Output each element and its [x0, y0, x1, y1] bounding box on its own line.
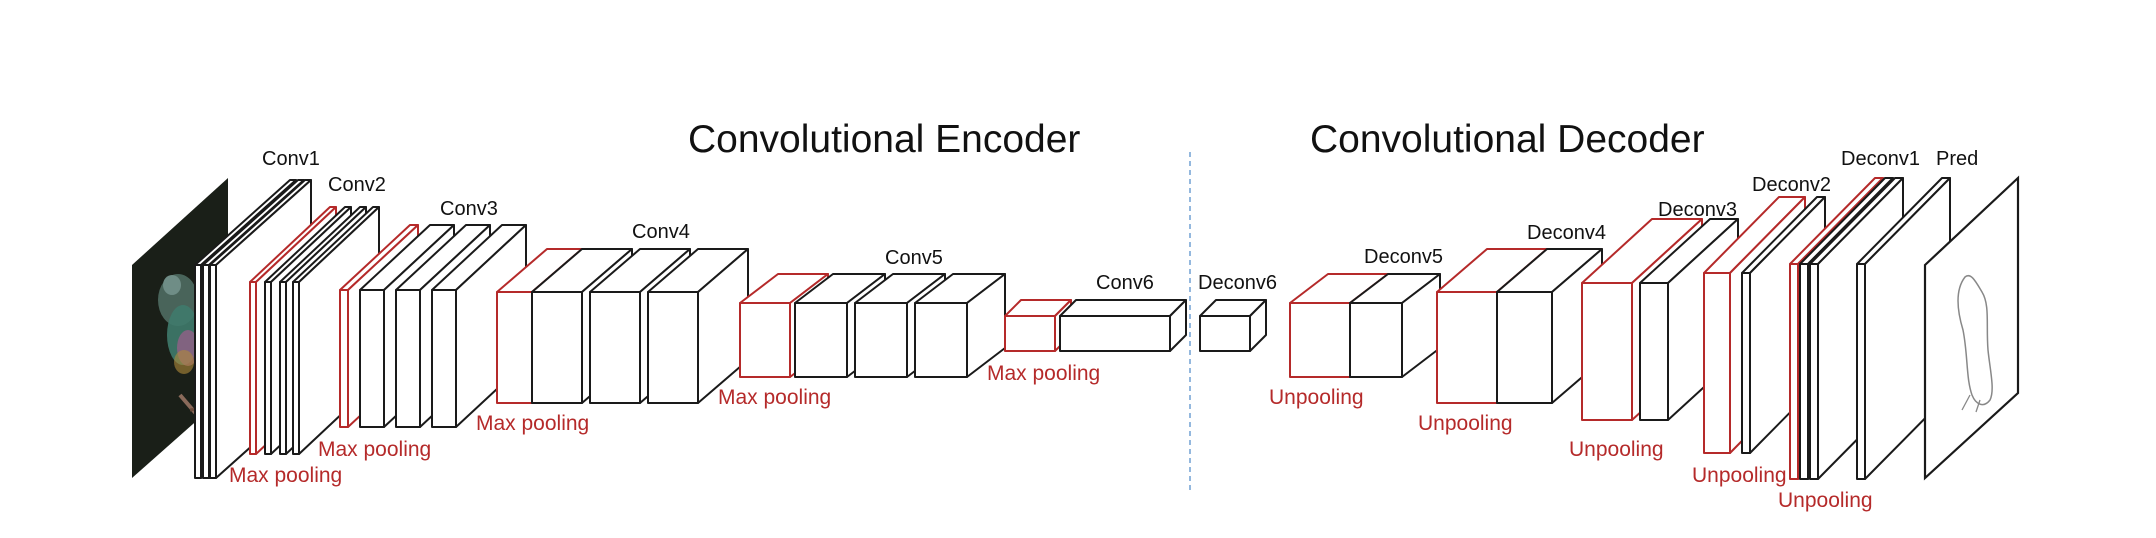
- deconv4-label: Deconv4: [1527, 222, 1606, 244]
- conv1-label: Conv1: [262, 148, 320, 170]
- prediction-output: [1923, 175, 2020, 481]
- deconv6-label: Deconv6: [1198, 272, 1277, 294]
- max-pooling-label-3: Max pooling: [476, 412, 589, 435]
- max-pooling-label-1: Max pooling: [229, 464, 342, 487]
- decoder-title: Convolutional Decoder: [1310, 118, 1705, 161]
- deconv1-label: Deconv1: [1841, 148, 1920, 170]
- encoder-block-19: [914, 273, 1006, 378]
- unpooling-label-5: Unpooling: [1778, 489, 1873, 512]
- unpooling-label-1: Unpooling: [1269, 386, 1364, 409]
- unpooling-label-2: Unpooling: [1418, 412, 1513, 435]
- deconv2-label: Deconv2: [1752, 174, 1831, 196]
- encoder-blocks: [194, 179, 1187, 479]
- encoder-block-20: [1004, 299, 1072, 352]
- conv6-label: Conv6: [1096, 272, 1154, 294]
- conv5-label: Conv5: [885, 247, 943, 269]
- max-pooling-label-4: Max pooling: [718, 386, 831, 409]
- deconv5-label: Deconv5: [1364, 246, 1443, 268]
- conv4-label: Conv4: [632, 221, 690, 243]
- decoder-blocks: [1199, 177, 1951, 480]
- decoder-block-1: [1199, 299, 1267, 352]
- conv3-label: Conv3: [440, 198, 498, 220]
- max-pooling-label-5: Max pooling: [987, 362, 1100, 385]
- unpooling-label-4: Unpooling: [1692, 464, 1787, 487]
- conv2-label: Conv2: [328, 174, 386, 196]
- unpooling-label-3: Unpooling: [1569, 438, 1664, 461]
- encoder-block-21: [1059, 299, 1187, 352]
- max-pooling-label-2: Max pooling: [318, 438, 431, 461]
- pred-label: Pred: [1936, 148, 1978, 170]
- encoder-title: Convolutional Encoder: [688, 118, 1080, 161]
- deconv3-label: Deconv3: [1658, 199, 1737, 221]
- encoder-block-11: [431, 224, 527, 428]
